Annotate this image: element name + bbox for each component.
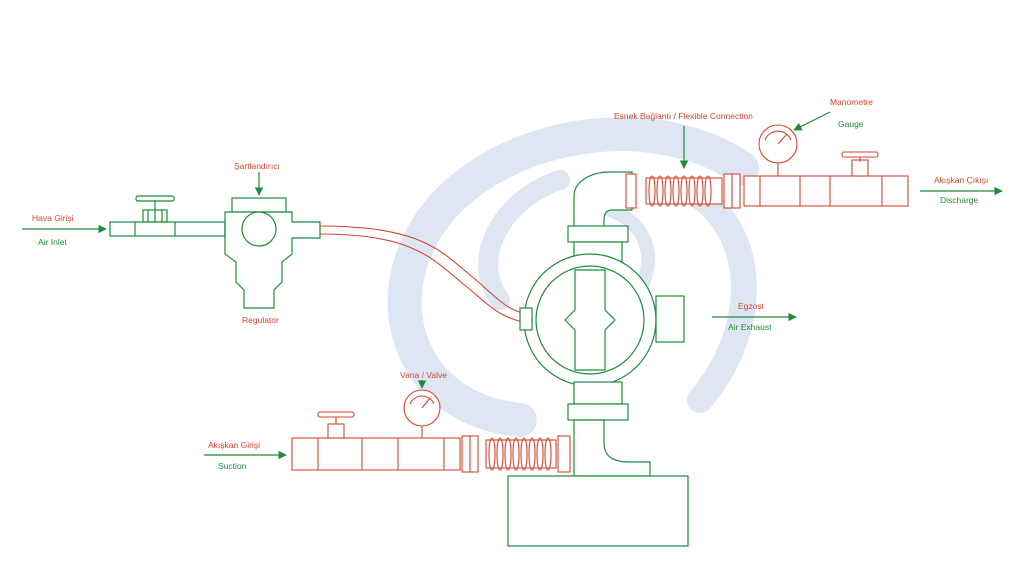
regulator bbox=[224, 197, 321, 309]
flexible-connection-label: Esnek Bağlantı / Flexible Connection bbox=[614, 111, 753, 121]
conditioner-label: Şartlandırıcı bbox=[234, 161, 280, 171]
discharge-line bbox=[625, 124, 909, 209]
valve-label: Vana / Valve bbox=[400, 370, 447, 380]
suction-label-tr: Akışkan Girişi bbox=[208, 440, 260, 450]
manometer-label: Manometre bbox=[830, 97, 873, 107]
discharge-label-tr: Akışkan Çıkışı bbox=[934, 175, 989, 185]
discharge-label-en: Discharge bbox=[940, 195, 979, 205]
suction-line bbox=[291, 389, 571, 473]
exhaust-label-tr: Egzost bbox=[738, 301, 764, 311]
exhaust-label-en: Air Exhaust bbox=[728, 322, 772, 332]
suction-label-en: Suction bbox=[218, 461, 247, 471]
gauge-label: Gauge bbox=[838, 119, 864, 129]
regulator-label: Regulator bbox=[242, 315, 279, 325]
air-inlet-line bbox=[22, 195, 226, 237]
watermark-logo bbox=[387, 117, 759, 437]
gauge-arrow bbox=[793, 111, 831, 131]
air-inlet-label-en: Air Inlet bbox=[38, 237, 67, 247]
air-inlet-label-tr: Hava Girişi bbox=[32, 213, 74, 223]
diaphragm-pump bbox=[507, 171, 689, 547]
air-hose bbox=[319, 225, 536, 325]
